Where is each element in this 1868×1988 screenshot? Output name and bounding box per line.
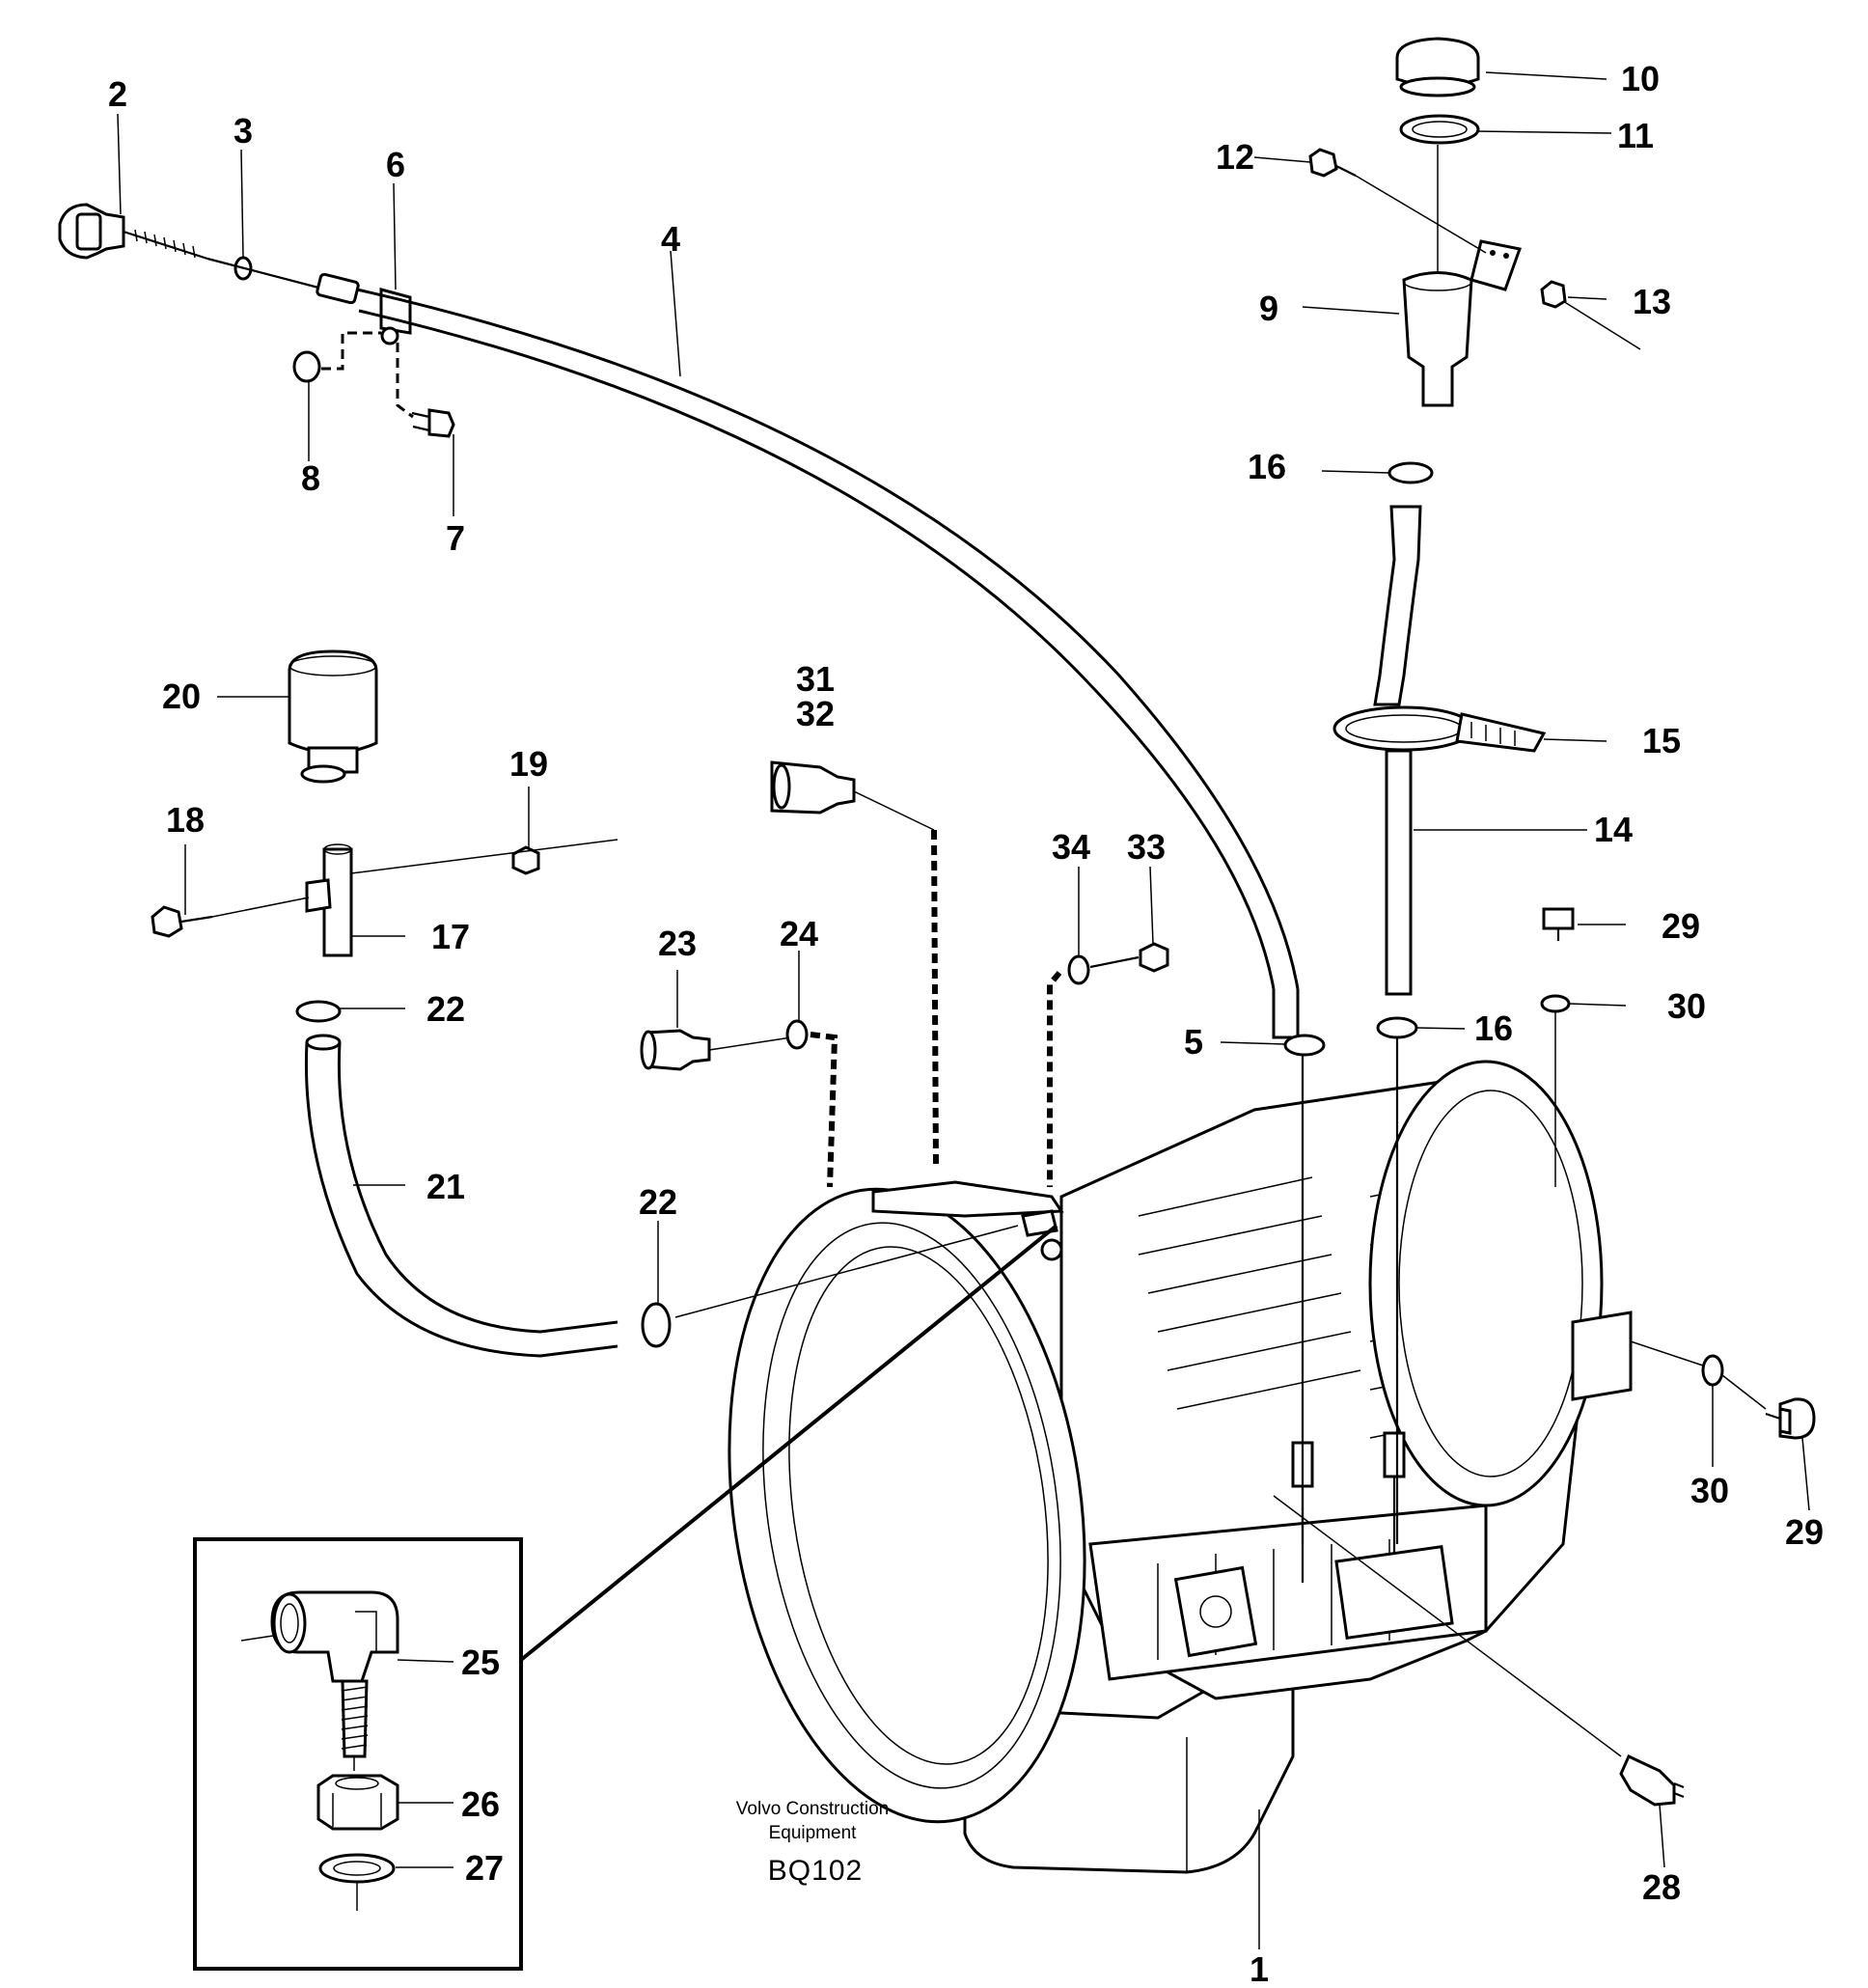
callout-30-upper: 30 <box>1667 986 1706 1026</box>
callout-16-upper: 16 <box>1248 447 1286 486</box>
diagram-caption: Volvo Construction Equipment BQ102 <box>736 1799 889 1887</box>
callout-33: 33 <box>1127 827 1166 867</box>
detail-inset <box>193 1224 1058 1971</box>
callout-22-lower: 22 <box>639 1182 677 1222</box>
temperature-sender <box>1273 1495 1685 1807</box>
callout-1: 1 <box>1250 1949 1269 1988</box>
callout-12: 12 <box>1216 137 1254 177</box>
callout-29-lower: 29 <box>1785 1512 1824 1552</box>
drain-plug-parts <box>1540 907 1816 1440</box>
callout-11: 11 <box>1617 116 1654 155</box>
callout-20: 20 <box>162 676 201 716</box>
leader-lines <box>117 71 1810 1949</box>
callout-22-upper: 22 <box>426 989 465 1029</box>
callout-32: 32 <box>796 694 835 733</box>
filler-tube-assembly <box>1308 37 1641 1544</box>
callout-5: 5 <box>1184 1022 1203 1062</box>
callout-3: 3 <box>234 111 253 151</box>
callout-30-lower: 30 <box>1690 1471 1729 1510</box>
callout-21: 21 <box>426 1167 465 1206</box>
diagram-code: BQ102 <box>768 1855 863 1887</box>
callout-4: 4 <box>661 219 680 259</box>
callout-17: 17 <box>431 917 470 956</box>
callout-18: 18 <box>166 800 205 840</box>
callout-27: 27 <box>465 1848 504 1888</box>
callout-10: 10 <box>1621 59 1660 98</box>
callout-29-upper: 29 <box>1662 906 1700 946</box>
callout-16-lower: 16 <box>1474 1008 1513 1048</box>
caption-line-1: Volvo Construction <box>736 1799 889 1819</box>
breather-assembly <box>151 649 1019 1358</box>
callout-2: 2 <box>108 74 127 114</box>
callout-15: 15 <box>1642 721 1681 760</box>
callout-24: 24 <box>780 914 818 953</box>
callout-31: 31 <box>796 659 835 699</box>
callout-28: 28 <box>1642 1867 1681 1907</box>
callout-26: 26 <box>461 1784 500 1824</box>
callout-34: 34 <box>1052 827 1090 867</box>
callout-13: 13 <box>1633 282 1671 321</box>
sensor-parts <box>640 760 1169 1261</box>
callout-14: 14 <box>1594 810 1633 849</box>
callout-19: 19 <box>509 744 548 784</box>
caption-line-2: Equipment <box>769 1823 858 1843</box>
callout-9: 9 <box>1259 289 1278 328</box>
callout-25: 25 <box>461 1643 500 1682</box>
callout-6: 6 <box>386 145 405 184</box>
callout-8: 8 <box>301 458 320 498</box>
callout-labels: 2 3 6 4 8 7 10 11 12 13 9 16 15 14 29 30… <box>108 59 1824 1988</box>
callout-7: 7 <box>446 518 465 558</box>
transmission-housing <box>728 1060 1633 1874</box>
dipstick-assembly <box>58 203 1326 1544</box>
callout-23: 23 <box>658 924 697 963</box>
